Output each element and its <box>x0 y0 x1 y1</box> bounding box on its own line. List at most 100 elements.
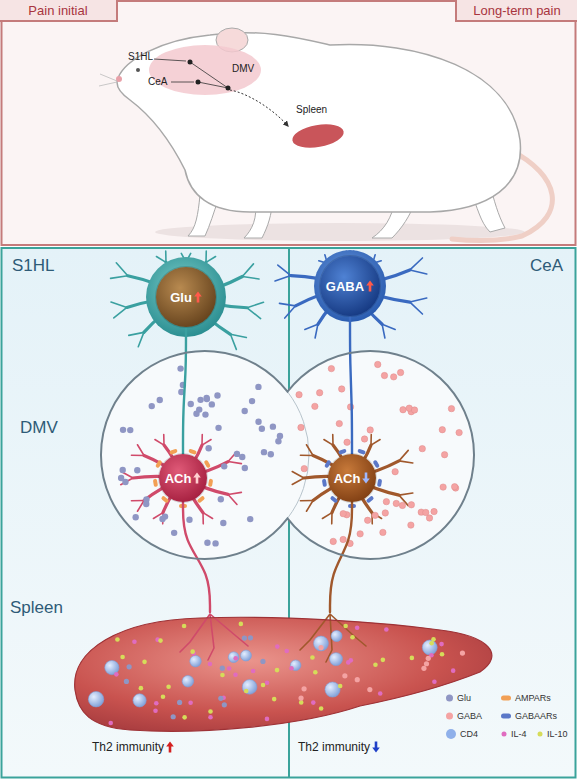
spleen-illustration <box>75 617 492 731</box>
legend-text: GABA <box>457 711 482 721</box>
dendrite-tree-part <box>131 500 144 502</box>
dendrite-tree-part <box>372 513 382 519</box>
transmitter-dots-part <box>328 365 334 371</box>
immune-cells-part <box>244 689 249 694</box>
dendrite-tree-part <box>247 302 263 308</box>
transmitter-dots-part <box>382 510 388 516</box>
immune-cells-part <box>177 700 182 705</box>
dendrite-tree-part <box>399 450 408 461</box>
receptor-symbol <box>153 448 213 508</box>
legend-swatch <box>500 728 508 740</box>
immune-cells-part <box>275 644 280 649</box>
legend-item: GABA <box>445 710 482 722</box>
dendrite-tree-part <box>242 264 253 277</box>
dendrite-tree-part <box>242 276 259 279</box>
transmitter-dots-part <box>249 398 255 404</box>
transmitter-dots-part <box>383 498 389 504</box>
transmitter-dots-part <box>149 403 155 409</box>
immune-cells-part <box>410 656 415 661</box>
transmitter-dots-part <box>220 520 226 526</box>
legend-item: GABAARs <box>500 710 557 722</box>
dendrite-tree-part <box>399 461 413 463</box>
transmitter-dots-part <box>400 407 406 413</box>
immune-cells-part <box>338 684 343 689</box>
mouse-illustration <box>99 28 552 241</box>
transmitter-dots-part <box>336 420 342 426</box>
legend-item: Glu <box>445 692 471 704</box>
dendrite-tree-part <box>285 306 296 318</box>
immune-cells-part <box>218 696 223 701</box>
transmitter-dots-part <box>234 451 240 457</box>
immune-cells-part <box>355 677 360 682</box>
mouse-illustration-part <box>188 60 193 65</box>
transmitter-dots-part <box>340 510 346 516</box>
dendrite-tree-part <box>155 440 164 446</box>
legend-text: CD4 <box>460 729 478 739</box>
immune-cells-part <box>228 652 239 663</box>
immune-cells-part <box>188 700 193 705</box>
legend-swatch <box>536 728 544 740</box>
mouse-illustration-part <box>230 90 288 126</box>
immune-cells-part <box>182 715 187 720</box>
dendrite-tree-part <box>201 434 203 445</box>
immune-cells-part <box>220 673 225 678</box>
transmitter-dots-part <box>364 517 370 523</box>
transmitter-dots-part <box>426 515 432 521</box>
transmitter-dots-part <box>439 427 445 433</box>
immune-cells-part <box>422 640 437 655</box>
immune-cells-part <box>139 686 144 691</box>
dendrite-tree-part <box>315 324 318 338</box>
dendrite-tree-part <box>165 251 167 262</box>
transmitter-dots-part <box>275 438 281 444</box>
swatch-shape <box>446 729 456 739</box>
immune-cells-part <box>133 694 146 707</box>
top-panel <box>2 1 576 245</box>
immune-cells-part <box>429 641 434 646</box>
transmitter-dots-part <box>296 391 302 397</box>
immune-cells-part <box>384 627 389 632</box>
axon-terminal-part <box>180 614 248 660</box>
legend-text: IL-4 <box>511 729 527 739</box>
transmitter-dots-part <box>423 509 429 515</box>
immune-cells-part <box>132 640 137 645</box>
immune-cells-part <box>127 664 132 669</box>
dendrite-tree-part <box>228 462 241 464</box>
immune-cells-part <box>265 680 270 685</box>
immune-cells-part <box>242 680 257 695</box>
immune-cells-part <box>190 649 195 654</box>
transmitter-dots-part <box>448 405 454 411</box>
transmitter-dots-part <box>397 369 403 375</box>
brain-region-label: DMV <box>232 63 254 74</box>
immune-cells-part <box>233 656 238 661</box>
immune-cells-part <box>227 666 232 671</box>
mouse-illustration-part <box>196 80 201 85</box>
transmitter-dots-part <box>441 452 447 458</box>
tab-label: Long-term pain <box>473 3 560 18</box>
transmitter-dots-part <box>186 517 192 523</box>
spleen-organ: SpleenTh2 immunityTh2 immunity <box>70 612 500 758</box>
immune-cells-part <box>460 650 465 655</box>
node-label: GABA <box>326 279 364 294</box>
immune-cells-part <box>284 649 289 654</box>
neuron-soma: Glu <box>156 267 216 327</box>
transmitter-dots-part <box>408 522 414 528</box>
legend-text: IL-10 <box>547 729 568 739</box>
transmitter-dots-part <box>171 530 177 536</box>
text-wrap: Spleen <box>10 598 63 618</box>
dendrite-tree-part <box>131 454 144 456</box>
transmitter-dots-part <box>344 439 350 445</box>
dendrite-tree-part <box>410 302 423 314</box>
immune-cells-part <box>378 691 383 696</box>
transmitter-dots-part <box>202 411 208 417</box>
transmitter-dots-part <box>209 401 215 407</box>
dendrite-tree-part <box>292 478 304 484</box>
dendrite-tree-part <box>202 440 211 446</box>
cell-illustration <box>88 250 465 725</box>
dendrite-tree-part <box>305 324 318 329</box>
transmitter-dots-part <box>122 479 128 485</box>
up-arrow-symbol <box>193 472 201 484</box>
transmitter-dots-part <box>221 463 227 469</box>
dendrite-tree-part <box>228 492 241 494</box>
text-wrap: Glu <box>170 290 202 305</box>
